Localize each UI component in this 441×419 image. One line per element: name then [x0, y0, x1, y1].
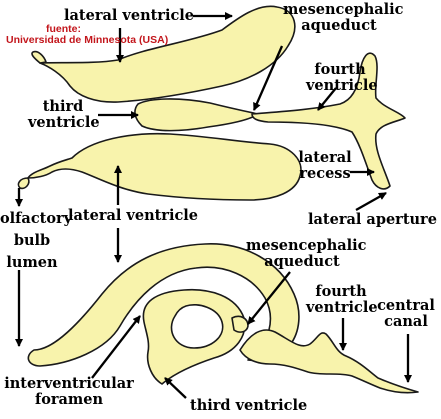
top-lateral-ventricle-shape	[39, 5, 296, 103]
top-lower-lateral-ventricle-shape	[27, 132, 302, 201]
label-mesencephalic-aqueduct-bottom: mesencephalic aqueduct	[246, 237, 367, 270]
top-olfactory-tip	[31, 50, 47, 64]
label-fourth-ventricle-bottom: fourth ventricle	[306, 283, 378, 316]
label-mesencephalic-aqueduct-top: mesencephalic aqueduct	[283, 1, 404, 34]
side-fourth-ventricle-shape	[239, 329, 419, 394]
label-lateral-ventricle-mid: lateral ventricle	[68, 207, 199, 224]
top-fourth-ventricle-shape	[251, 52, 406, 190]
label-interventricular-foramen: interventricular foramen	[4, 375, 134, 408]
label-lateral-ventricle-top: lateral ventricle	[64, 7, 195, 24]
label-olfactory-bulb-lumen: olfactory bulb lumen	[0, 210, 73, 271]
label-fourth-ventricle-top: fourth ventricle	[306, 61, 378, 94]
label-central-canal: central canal	[377, 297, 435, 330]
label-third-ventricle-top: third ventricle	[28, 98, 100, 131]
label-lateral-aperture: lateral aperture	[308, 211, 437, 228]
side-third-ventricle-shape	[142, 288, 246, 385]
source-caption-line1: fuente:	[46, 23, 81, 35]
top-third-ventricle-shape	[134, 98, 259, 132]
label-third-ventricle-bottom: third ventricle	[190, 397, 308, 414]
source-caption-line2: Universidad de Minnesota (USA)	[6, 34, 169, 46]
top-lower-olfactory-tip	[17, 177, 30, 190]
label-lateral-recess: lateral recess	[298, 149, 352, 182]
side-aqueduct-shape	[231, 315, 249, 333]
side-lateral-ventricle-shape	[27, 243, 300, 367]
